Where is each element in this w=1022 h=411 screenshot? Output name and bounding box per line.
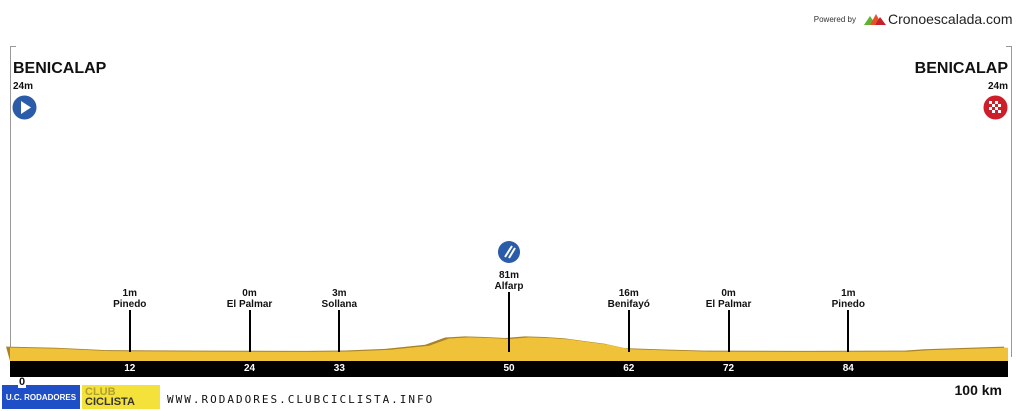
waypoint-name: Pinedo	[113, 299, 147, 310]
waypoint-altitude: 16m	[618, 288, 639, 299]
waypoint-altitude: 1m	[841, 288, 856, 299]
km-tick-label: 12	[124, 363, 136, 374]
finish-name: BENICALAP	[914, 60, 1008, 77]
waypoint-line	[248, 310, 251, 352]
km-tick-label: 72	[722, 363, 735, 374]
km-axis-bar	[10, 361, 1008, 377]
waypoint-altitude: 81m	[498, 270, 519, 281]
club-ciclista-logo: CLUB CICLISTA	[82, 385, 160, 409]
frame-left	[10, 46, 16, 357]
waypoint-line	[727, 310, 730, 352]
brand-logo[interactable]: Cronoescalada.com	[864, 11, 1013, 27]
km-tick-label: 84	[842, 363, 854, 374]
waypoint-name: Benifayó	[607, 299, 650, 310]
logo-ciclista: CICLISTA	[85, 396, 135, 408]
waypoint-name: Alfarp	[494, 281, 524, 292]
waypoint-name: El Palmar	[226, 299, 273, 310]
sprint-icon	[498, 241, 520, 263]
total-distance: 100 km	[954, 382, 1002, 398]
km-tick-label: 50	[503, 363, 515, 374]
km-zero: 0	[18, 376, 27, 388]
brand-name: Cronoescalada.com	[888, 11, 1013, 27]
waypoint-line	[847, 310, 850, 352]
waypoint-altitude: 1m	[122, 288, 137, 299]
waypoint-name: El Palmar	[705, 299, 752, 310]
waypoint-name: Sollana	[321, 299, 358, 310]
waypoint-line	[128, 310, 131, 352]
waypoint-line	[338, 310, 341, 352]
mountain-logo-icon	[864, 14, 886, 25]
frame-right	[1006, 46, 1012, 357]
website-url[interactable]: WWW.RODADORES.CLUBCICLISTA.INFO	[167, 393, 435, 406]
waypoint-line	[508, 292, 510, 352]
checkered-flag-icon	[983, 95, 1008, 120]
waypoint-line	[627, 310, 630, 352]
waypoint-altitude: 3m	[332, 288, 347, 299]
play-icon	[12, 95, 37, 120]
start-name: BENICALAP	[13, 60, 107, 77]
logo-club: CLUB	[85, 386, 116, 398]
finish-altitude: 24m	[987, 81, 1008, 92]
rodadores-logo: U.C. RODADORES	[2, 385, 80, 409]
km-tick-label: 33	[333, 363, 345, 374]
km-tick-label: 24	[243, 363, 256, 374]
km-tick-label: 62	[623, 363, 635, 374]
powered-by: Powered by	[813, 15, 856, 24]
waypoint-name: Pinedo	[831, 299, 865, 310]
waypoint-altitude: 0m	[242, 288, 257, 299]
waypoint-altitude: 0m	[721, 288, 736, 299]
start-altitude: 24m	[13, 81, 34, 92]
